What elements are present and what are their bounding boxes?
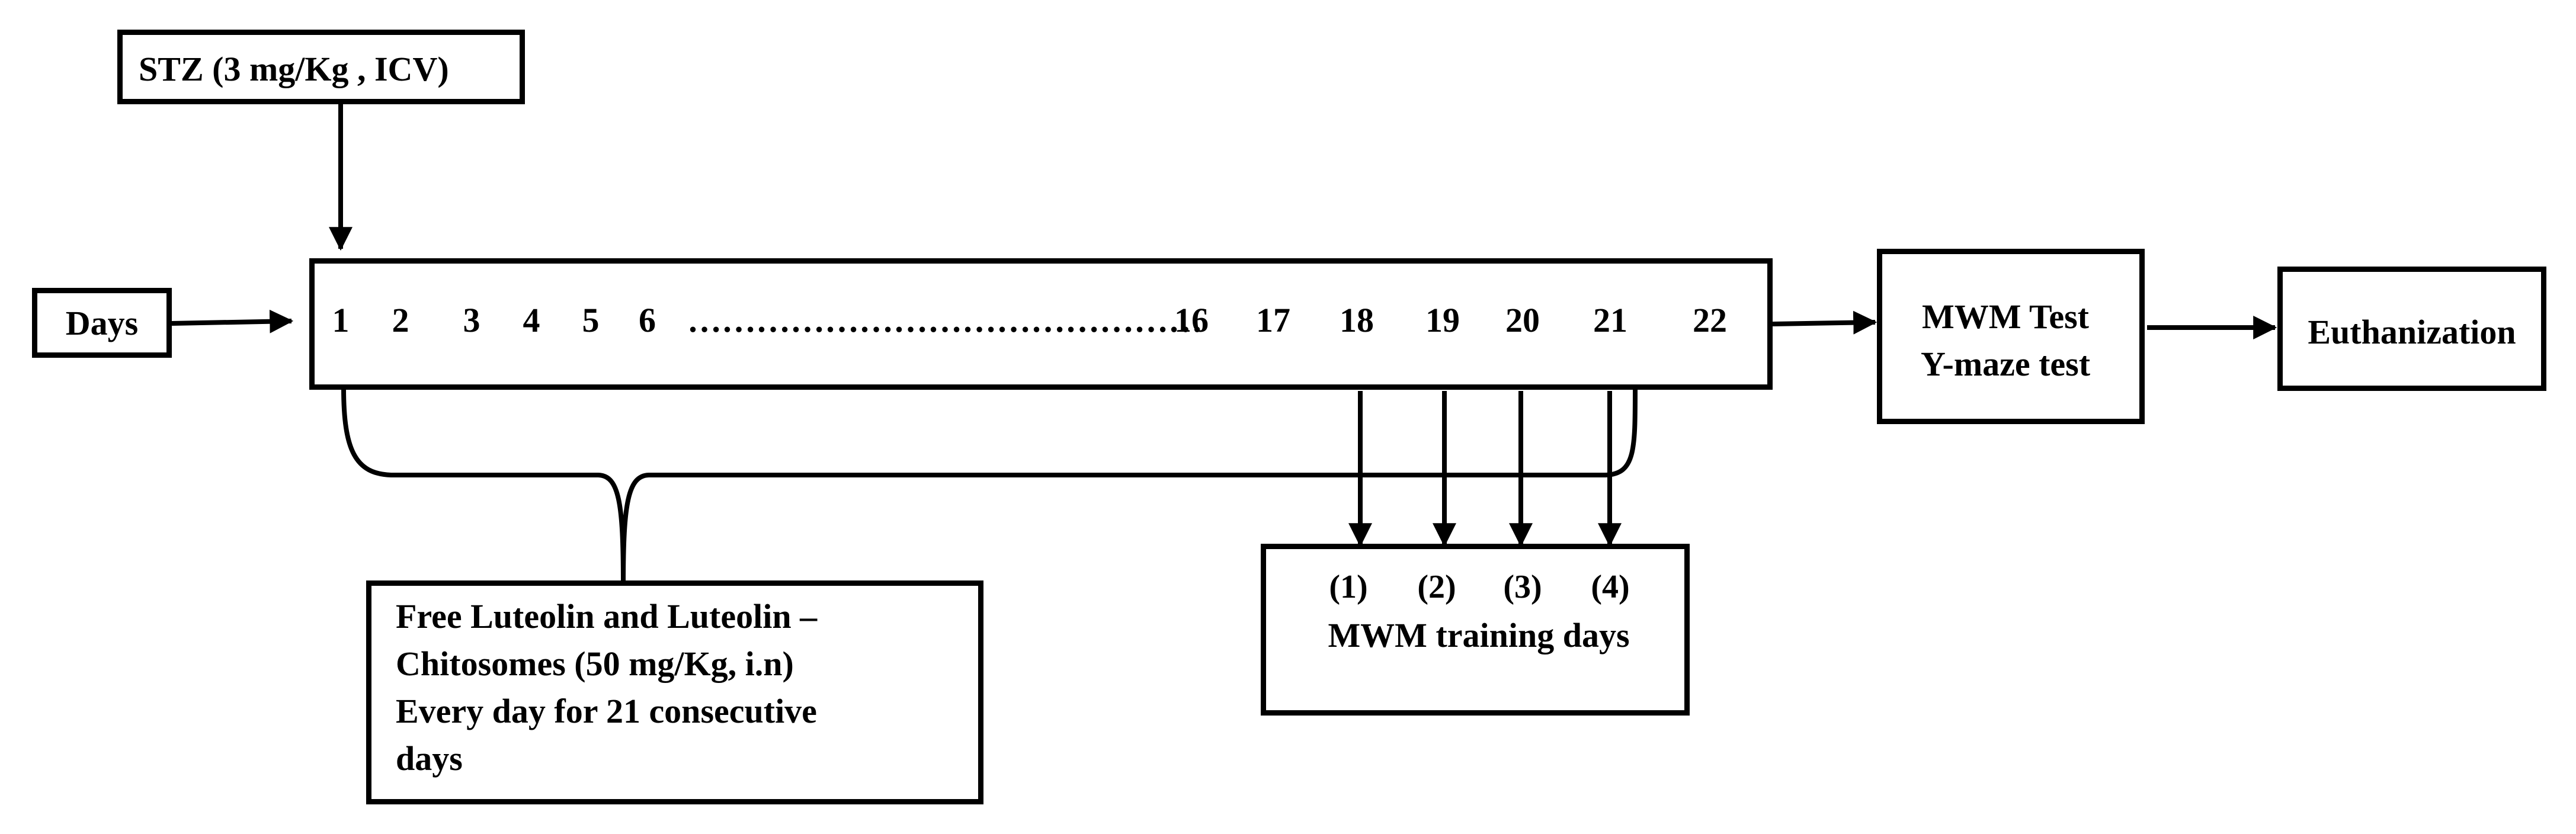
timeline-box bbox=[309, 258, 1773, 390]
training-caption: MWM training days bbox=[1328, 616, 1630, 655]
day-gap-ellipsis: ……………………………………… bbox=[687, 301, 1203, 339]
training-box bbox=[1261, 544, 1690, 716]
training-number: (2) bbox=[1417, 569, 1456, 605]
tests-line-1: MWM Test bbox=[1922, 297, 2089, 336]
treatment-line-3: Every day for 21 consecutive bbox=[396, 692, 817, 730]
treatment-line-4: days bbox=[396, 739, 463, 778]
stz-box bbox=[117, 30, 525, 104]
day-label: 20 bbox=[1505, 301, 1540, 339]
training-arrows bbox=[1348, 391, 1622, 547]
training-number: (3) bbox=[1503, 569, 1542, 605]
day-label: 5 bbox=[582, 301, 600, 339]
day-label: 2 bbox=[392, 301, 409, 339]
day-label: 22 bbox=[1693, 301, 1727, 339]
days-label: Days bbox=[65, 304, 139, 342]
stz-label: STZ (3 mg/Kg , ICV) bbox=[139, 50, 449, 88]
treatment-line-1: Free Luteolin and Luteolin – bbox=[396, 597, 818, 636]
days-box bbox=[32, 288, 172, 358]
timeline-to-tests-arrow bbox=[1772, 310, 1877, 335]
treatment-box bbox=[366, 580, 983, 804]
day-label: 1 bbox=[332, 301, 350, 339]
day-gap-end: 16 bbox=[1174, 301, 1209, 339]
days-arrow bbox=[171, 309, 294, 333]
training-number: (1) bbox=[1329, 569, 1368, 605]
day-label: 19 bbox=[1425, 301, 1460, 339]
day-label: 4 bbox=[523, 301, 540, 339]
euthanization-box bbox=[2277, 267, 2546, 391]
training-number: (4) bbox=[1591, 569, 1630, 605]
treatment-line-2: Chitosomes (50 mg/Kg, i.n) bbox=[396, 644, 794, 683]
day-label: 18 bbox=[1340, 301, 1374, 339]
tests-line-2: Y-maze test bbox=[1920, 345, 2091, 383]
day-label: 3 bbox=[463, 301, 480, 339]
euthanization-label: Euthanization bbox=[2308, 313, 2516, 351]
day-label: 21 bbox=[1593, 301, 1627, 339]
tests-box bbox=[1877, 249, 2145, 424]
day-gap-start: 6 bbox=[639, 301, 656, 339]
day-label: 17 bbox=[1256, 301, 1290, 339]
